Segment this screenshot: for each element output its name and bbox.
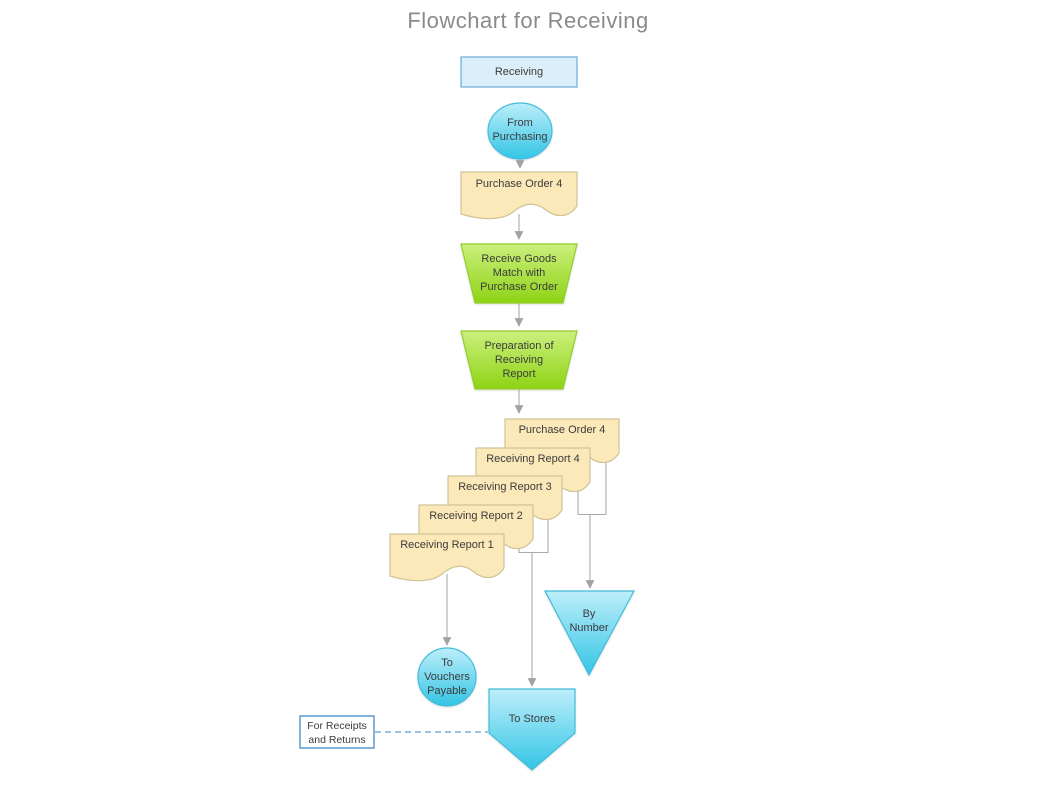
annotation-note-label: For Receipts and Returns <box>300 719 374 747</box>
label-line: Number <box>569 622 609 634</box>
operation-preparation-label: Preparation of Receiving Report <box>461 339 577 381</box>
document-purchase-order-4-label: Purchase Order 4 <box>475 178 563 190</box>
process-receiving-shape <box>460 56 578 88</box>
connector-to-vouchers-label: To Vouchers Payable <box>407 656 487 698</box>
terminator-from-purchasing-shape <box>487 102 553 160</box>
label-line: To <box>441 657 453 669</box>
connector-to-vouchers-shape <box>417 647 477 707</box>
document-stack <box>389 418 620 582</box>
terminator-from-purchasing-label: From Purchasing <box>478 116 562 144</box>
document-receiving-report-1 <box>389 533 505 582</box>
label-line: Match with <box>492 267 546 279</box>
page-title: Flowchart for Receiving <box>407 8 649 33</box>
sort-by-number-shape <box>544 590 636 677</box>
stack-doc-label: Receiving Report 2 <box>429 510 523 522</box>
label-line: Report <box>502 368 536 380</box>
label-line: Preparation of <box>484 340 554 352</box>
label-line: From <box>507 117 533 129</box>
label-line: By <box>582 608 596 620</box>
document-purchase-order-4-shape <box>460 171 578 220</box>
operation-preparation-shape <box>460 330 578 390</box>
flow-arrows <box>514 159 525 414</box>
offpage-to-stores-label: To Stores <box>508 713 556 725</box>
stack-doc-label: Receiving Report 1 <box>400 539 494 551</box>
label-line: Purchasing <box>492 131 548 143</box>
operation-receive-goods-shape <box>460 243 578 304</box>
offpage-to-stores-shape <box>488 688 576 771</box>
label-line: Vouchers <box>424 671 470 683</box>
label-line: Purchase Order <box>480 281 558 293</box>
label-line: For Receipts <box>307 720 367 732</box>
label-line: Payable <box>427 685 467 697</box>
label-line: Receiving <box>494 354 544 366</box>
stack-doc-label: Receiving Report 4 <box>486 453 580 465</box>
label-line: Receive Goods <box>481 253 557 265</box>
sort-by-number-label: By Number <box>549 607 629 635</box>
stack-doc-label: Receiving Report 3 <box>458 481 552 493</box>
operation-receive-goods-label: Receive Goods Match with Purchase Order <box>461 252 577 294</box>
process-receiving-label: Receiving <box>494 66 544 78</box>
label-line: and Returns <box>308 734 366 746</box>
annotation-note-shape <box>299 715 375 749</box>
stack-doc-label: Purchase Order 4 <box>518 424 606 436</box>
